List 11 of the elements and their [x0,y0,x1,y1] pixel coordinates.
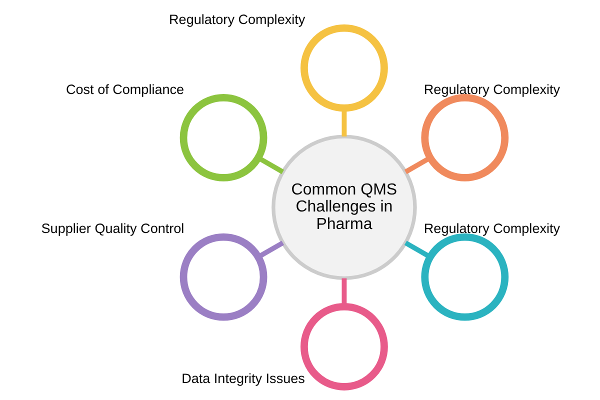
node-label: Regulatory Complexity [423,82,560,97]
node-label: Supplier Quality Control [40,221,184,236]
connector [341,278,346,306]
node-circle: Common QMS Challenges in Pharma [271,134,416,280]
node-circle [179,233,267,321]
connector [404,240,431,260]
node-label: Cost of Compliance [65,82,184,97]
node-label: Data Integrity Issues [181,370,304,386]
node-label: Regulatory Complexity [423,221,560,236]
connector [404,156,431,174]
node-label: Regulatory Complexity [168,12,305,28]
